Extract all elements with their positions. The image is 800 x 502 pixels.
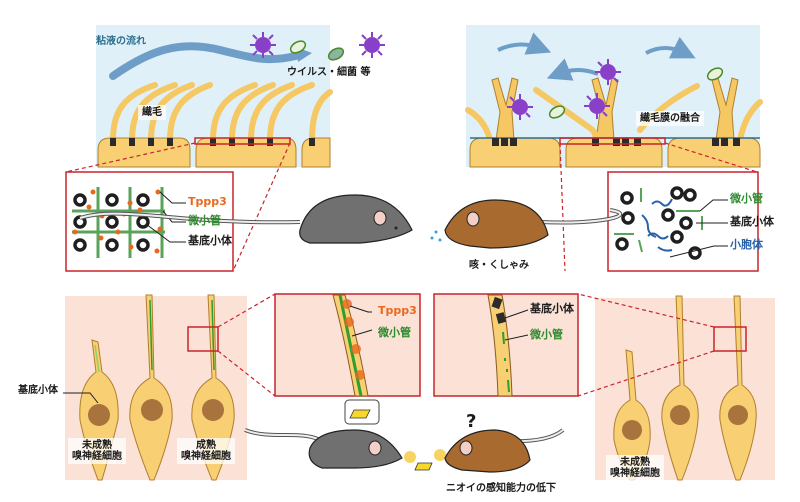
- mature-label-line2: 嗅神経細胞: [181, 451, 231, 462]
- zoom-connectors-top: [65, 142, 758, 272]
- cilia-group: [110, 82, 333, 143]
- ko-inset-microtubule-label: 微小管: [730, 192, 763, 205]
- virus-icon: [584, 93, 610, 119]
- ko-inset-vesicle-label: 小胞体: [730, 238, 763, 251]
- bottom-inset-knockout: [433, 293, 579, 397]
- brown-mouse-top: [430, 199, 623, 249]
- cilia-bundle-3: [309, 89, 333, 143]
- mature-label-line1: 成熟: [196, 440, 216, 451]
- bottom-microtubule-label: 微小管: [378, 326, 411, 339]
- flow-arrow: [546, 58, 599, 81]
- bottom-ko-basal-body-label: 基底小体: [530, 302, 574, 315]
- leader-lines: [669, 199, 728, 258]
- zoom-connectors-bottom: [217, 293, 715, 397]
- leader-lines: [145, 191, 186, 243]
- sneeze-droplets-icon: [430, 230, 442, 242]
- virus-icon: [507, 94, 533, 120]
- virus-icon: [250, 32, 276, 58]
- cough-sneeze-label: 咳・くしゃみ: [469, 260, 529, 271]
- smell-decline-label: ニオイの感知能力の低下: [446, 483, 556, 494]
- bacteria-icon: [548, 105, 566, 119]
- mature-neuron-label: 成熟 嗅神経細胞: [177, 438, 235, 464]
- immature-label-line2: 嗅神経細胞: [72, 451, 122, 462]
- neuron-mature-1: [129, 294, 173, 481]
- zoom-source-box: [713, 326, 747, 352]
- pathogen-label: ウイルス・細菌 等: [287, 67, 371, 78]
- fused-cilia: [465, 77, 763, 143]
- scattered-basal-bodies: [615, 186, 702, 260]
- bacteria-icon: [327, 47, 345, 61]
- cheese-icon: [349, 409, 371, 419]
- bottom-right-neuron-panel: [595, 295, 775, 481]
- vesicles: [641, 198, 673, 252]
- mucus-flow-label: 粘液の流れ: [96, 36, 146, 47]
- top-left-cilia-panel: [96, 25, 385, 168]
- bacteria-icon: [706, 67, 724, 81]
- immature-label-line1: 未成熟: [82, 440, 112, 451]
- flow-arrow: [645, 36, 696, 59]
- right-immature-label-line1: 未成熟: [620, 457, 650, 468]
- immature-neuron-label: 未成熟 嗅神経細胞: [68, 438, 126, 464]
- flow-arrow: [497, 32, 552, 55]
- bottom-inset-normal: [274, 293, 421, 397]
- neuron-mature-2: [191, 294, 235, 481]
- virus-icon: [359, 32, 385, 58]
- gray-mouse-bottom: [244, 399, 446, 471]
- zoom-source-boxes-top: [194, 137, 666, 145]
- mucus-flow-arrow: [109, 42, 304, 80]
- brown-mouse-bottom: [444, 428, 565, 473]
- inset-basal-body-label: 基底小体: [188, 234, 232, 247]
- neuron-immature: [613, 349, 651, 481]
- inset-knockout-basal-bodies: [607, 171, 759, 272]
- odor-cloud: [404, 449, 446, 463]
- cilia-label: 繊毛: [138, 105, 166, 120]
- gray-mouse-top: [79, 194, 413, 244]
- inset-tppp3-label: Tppp3: [188, 195, 227, 208]
- ko-inset-basal-body-label: 基底小体: [730, 215, 774, 228]
- cheese-icon: [414, 462, 433, 471]
- bottom-ko-microtubule-label: 微小管: [530, 328, 563, 341]
- neuron-basal-body-label: 基底小体: [18, 385, 58, 396]
- right-immature-neuron-label: 未成熟 嗅神経細胞: [606, 455, 664, 481]
- right-immature-label-line2: 嗅神経細胞: [610, 468, 660, 479]
- neuron-knockout-1: [661, 295, 699, 481]
- ciliary-membrane-fusion-label: 繊毛膜の融合: [636, 111, 704, 126]
- question-mark-icon: ?: [466, 411, 477, 432]
- zoom-source-box: [187, 326, 219, 352]
- top-right-fused-cilia-panel: [465, 25, 763, 168]
- virus-icon: [595, 59, 621, 85]
- cilia-bundle-2: [210, 82, 315, 143]
- bottom-tppp3-label: Tppp3: [378, 304, 417, 317]
- neuron-knockout-2: [719, 295, 757, 481]
- inset-microtubule-label: 微小管: [188, 214, 221, 227]
- inset-normal-basal-bodies: [65, 171, 234, 272]
- basal-bodies-top-right: [492, 138, 740, 146]
- bacteria-icon: [289, 40, 307, 54]
- basal-bodies-top-left: [110, 138, 315, 146]
